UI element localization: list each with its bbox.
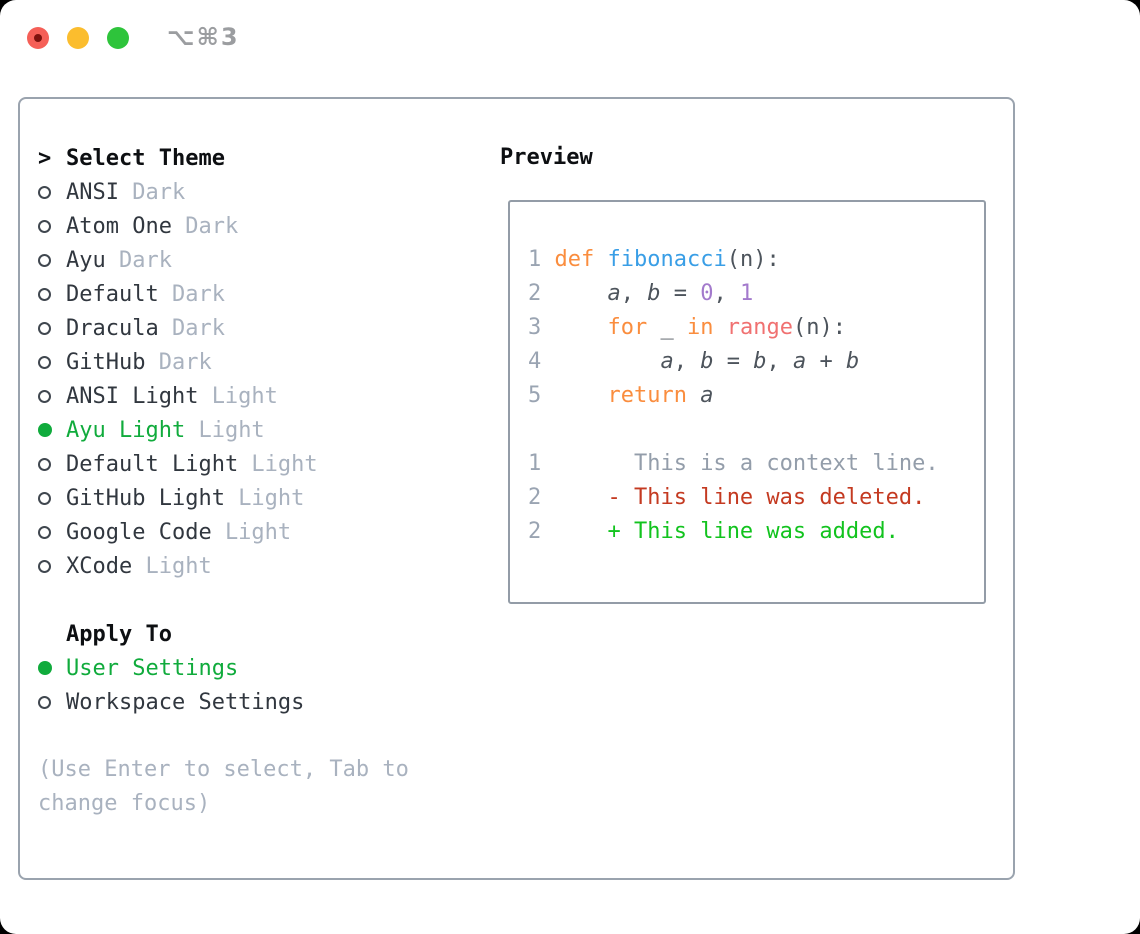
- theme-name: XCode: [66, 553, 133, 579]
- spacer: [38, 719, 462, 753]
- radio-icon: [38, 457, 51, 471]
- theme-option-default-light[interactable]: Default Light Light: [38, 447, 462, 481]
- theme-variant: Light: [251, 451, 318, 477]
- theme-option-xcode[interactable]: XCode Light: [38, 549, 462, 583]
- theme-option-dracula[interactable]: Dracula Dark: [38, 311, 462, 345]
- radio-icon: [38, 559, 51, 573]
- maximize-button[interactable]: [107, 27, 129, 49]
- preview-code: 1 def fibonacci(n): 2 a, b = 0, 1 3 for _ …: [528, 243, 976, 549]
- theme-name: GitHub: [66, 349, 146, 375]
- theme-name: Default Light: [66, 451, 239, 477]
- select-theme-header: > Select Theme: [38, 141, 462, 175]
- apply-name: Workspace Settings: [66, 689, 305, 715]
- theme-name: ANSI: [66, 179, 119, 205]
- radio-icon: [38, 525, 51, 539]
- radio-selected-icon: [38, 661, 52, 675]
- radio-icon: [38, 185, 51, 199]
- theme-variant: Light: [224, 519, 292, 545]
- theme-option-ayu-light[interactable]: Ayu Light Light: [38, 413, 462, 447]
- theme-option-default[interactable]: Default Dark: [38, 277, 462, 311]
- preview-line: [528, 413, 976, 447]
- theme-variant: Light: [145, 553, 212, 579]
- spacer: [38, 583, 462, 617]
- theme-name: Google Code: [66, 519, 212, 545]
- theme-name: Dracula: [66, 315, 159, 341]
- preview-line: 2 a, b = 0, 1: [528, 281, 754, 306]
- preview-line: 2 + This line was added.: [528, 519, 899, 544]
- window-shortcut-label: ⌥⌘3: [167, 23, 240, 51]
- radio-icon: [38, 253, 51, 267]
- theme-variant: Dark: [171, 315, 225, 341]
- theme-name: ANSI Light: [66, 383, 199, 409]
- radio-selected-icon: [38, 423, 52, 437]
- theme-variant: Light: [238, 485, 305, 511]
- apply-to-header: Apply To: [38, 617, 462, 651]
- radio-icon: [38, 355, 51, 369]
- preview-line: 3 for _ in range(n):: [528, 315, 846, 340]
- preview-line: 1 This is a context line.: [528, 451, 939, 476]
- theme-variant: Dark: [132, 179, 186, 205]
- select-theme-title: Select Theme: [66, 145, 225, 171]
- radio-icon: [38, 491, 51, 505]
- theme-option-github-light[interactable]: GitHub Light Light: [38, 481, 462, 515]
- preview-title: Preview: [500, 145, 593, 170]
- theme-variant: Dark: [118, 247, 172, 273]
- preview-column: Preview 1 def fibonacci(n): 2 a, b = 0, 1…: [500, 141, 986, 604]
- theme-option-google-code[interactable]: Google Code Light: [38, 515, 462, 549]
- radio-icon: [38, 389, 51, 403]
- theme-name: Ayu Light: [66, 417, 186, 443]
- close-button[interactable]: [27, 27, 49, 49]
- theme-variant: Dark: [171, 281, 225, 307]
- theme-option-ansi-light[interactable]: ANSI Light Light: [38, 379, 462, 413]
- theme-name: Atom One: [66, 213, 172, 239]
- radio-icon: [38, 695, 51, 709]
- theme-option-atom-one[interactable]: Atom One Dark: [38, 209, 462, 243]
- preview-line: 4 a, b = b, a + b: [528, 349, 860, 374]
- radio-icon: [38, 219, 51, 233]
- close-active-dot-icon: [34, 34, 42, 42]
- apply-option-workspace-settings[interactable]: Workspace Settings: [38, 685, 462, 719]
- theme-name: GitHub Light: [66, 485, 225, 511]
- theme-variant: Dark: [158, 349, 212, 375]
- apply-name: User Settings: [66, 655, 239, 681]
- minimize-button[interactable]: [67, 27, 89, 49]
- apply-to-title: Apply To: [66, 621, 172, 647]
- radio-icon: [38, 287, 51, 301]
- theme-variant: Dark: [185, 213, 239, 239]
- theme-name: Ayu: [66, 247, 106, 273]
- preview-line: 5 return a: [528, 383, 714, 408]
- theme-option-github[interactable]: GitHub Dark: [38, 345, 462, 379]
- theme-option-ansi[interactable]: ANSI Dark: [38, 175, 462, 209]
- theme-option-ayu[interactable]: Ayu Dark: [38, 243, 462, 277]
- hint-text: (Use Enter to select, Tab to change focu…: [38, 757, 409, 816]
- theme-variant: Light: [211, 383, 278, 409]
- apply-option-user-settings[interactable]: User Settings: [38, 651, 462, 685]
- theme-variant: Light: [198, 417, 265, 443]
- preview-line: 1 def fibonacci(n):: [528, 247, 780, 272]
- preview-line: 2 - This line was deleted.: [528, 485, 926, 510]
- window-controls: [27, 27, 129, 49]
- radio-icon: [38, 321, 51, 335]
- theme-name: Default: [66, 281, 159, 307]
- preview-box: 1 def fibonacci(n): 2 a, b = 0, 1 3 for _ …: [508, 200, 986, 604]
- focus-caret-icon: >: [38, 145, 52, 171]
